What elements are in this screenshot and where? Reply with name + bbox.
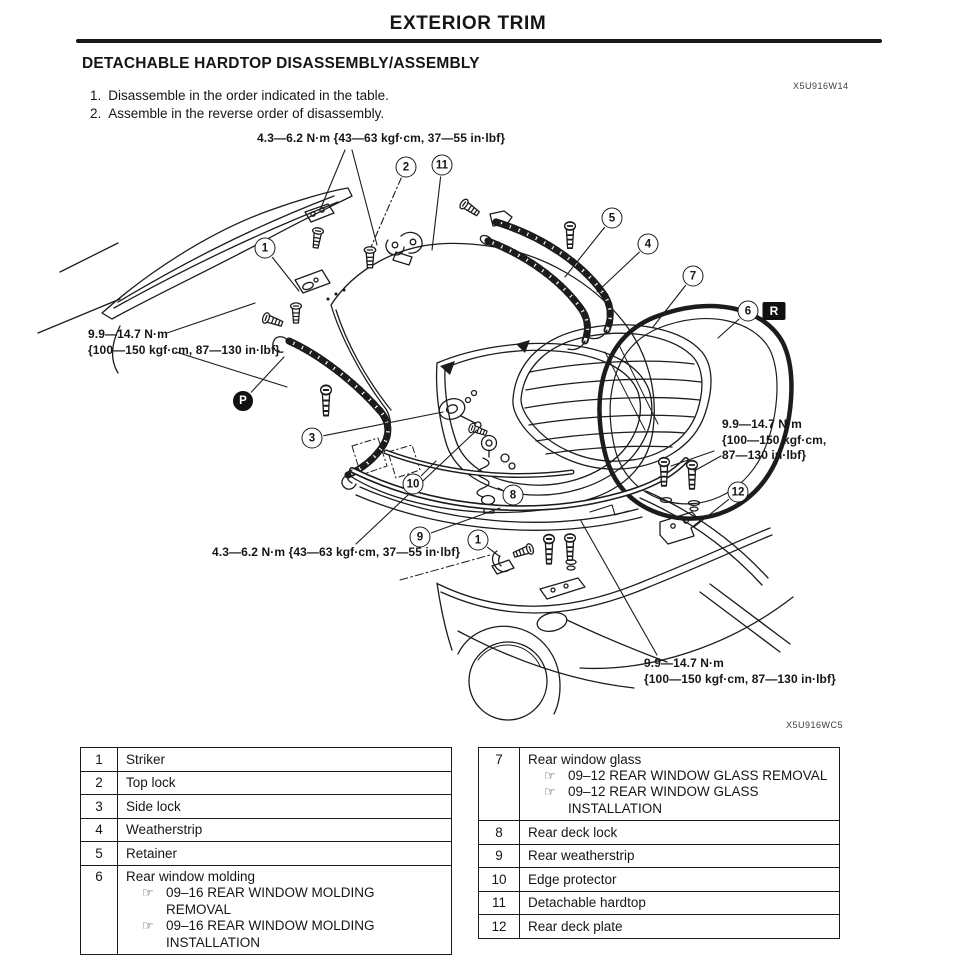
side-weatherstrip xyxy=(272,336,392,490)
instruction-step: 2. Assemble in the reverse order of disa… xyxy=(90,105,389,123)
part-name-cell: Retainer xyxy=(117,841,452,866)
rear-fender xyxy=(436,527,794,721)
xref-text: 09–16 REAR WINDOW MOLDING REMOVAL xyxy=(166,885,375,917)
xref-text: 09–12 REAR WINDOW GLASS INSTALLATION xyxy=(568,784,759,816)
part-name: Rear weatherstrip xyxy=(528,848,635,863)
table-row: 9 Rear weatherstrip xyxy=(478,843,840,868)
cross-reference: ☞ 09–16 REAR WINDOW MOLDING REMOVAL xyxy=(126,885,443,918)
part-name: Rear deck plate xyxy=(528,918,623,934)
xref-text: 09–16 REAR WINDOW MOLDING INSTALLATION xyxy=(166,918,375,950)
part-name: Top lock xyxy=(126,775,176,790)
part-name-cell: Detachable hardtop xyxy=(519,890,840,915)
part-name-cell: Rear window molding☞09–16 REAR WINDOW MO… xyxy=(117,864,452,955)
table-row: 10 Edge protector xyxy=(478,867,840,892)
figure-code-bottom: X5U916WC5 xyxy=(786,720,844,730)
xref-pointer-icon: ☞ xyxy=(544,784,556,799)
part-name-cell: Rear deck plate xyxy=(519,914,840,939)
step-number: 1. xyxy=(90,88,102,103)
part-name: Rear window glass xyxy=(528,751,642,767)
part-name: Side lock xyxy=(126,798,181,814)
rear-window-molding xyxy=(597,303,794,521)
upper-weatherstrips xyxy=(479,210,614,351)
side-lock-part xyxy=(438,389,482,429)
instruction-step: 1. Disassemble in the order indicated in… xyxy=(90,87,389,105)
rear-window-glass xyxy=(512,324,712,470)
aero-board xyxy=(37,187,353,374)
part-name: Retainer xyxy=(126,845,178,861)
step-text: Assemble in the reverse order of disasse… xyxy=(108,105,385,121)
instructions: 1. Disassemble in the order indicated in… xyxy=(90,87,389,122)
table-row: 4 Weatherstrip xyxy=(80,817,452,842)
part-name-cell: Edge protector xyxy=(519,867,840,892)
step-text: Disassemble in the order indicated in th… xyxy=(108,88,389,103)
part-number: 3 xyxy=(80,794,118,819)
table-row: 2 Top lock xyxy=(80,770,452,795)
part-number: 9 xyxy=(478,843,520,868)
part-number: 6 xyxy=(80,864,118,955)
part-name: Weatherstrip xyxy=(126,822,203,837)
figure-code-top: X5U916W14 xyxy=(793,81,849,91)
section-title: DETACHABLE HARDTOP DISASSEMBLY/ASSEMBLY xyxy=(82,55,480,72)
part-name-cell: Rear weatherstrip xyxy=(519,843,840,868)
top-lock-part xyxy=(385,231,423,266)
cross-reference: ☞ 09–16 REAR WINDOW MOLDING INSTALLATION xyxy=(126,918,443,951)
part-number: 12 xyxy=(478,914,520,939)
xref-pointer-icon: ☞ xyxy=(142,918,154,933)
parts-table-left: 1 Striker 2 Top lock 3 Side lock 4 Weatherstrip… xyxy=(80,747,452,955)
rear-deck-parts xyxy=(399,496,701,600)
part-name-cell: Striker xyxy=(117,747,452,772)
title-rule xyxy=(76,39,882,43)
table-row: 5 Retainer xyxy=(80,841,452,866)
part-number: 11 xyxy=(478,890,520,915)
part-name-cell: Top lock xyxy=(117,770,452,795)
part-name-cell: Rear window glass☞09–12 REAR WINDOW GLAS… xyxy=(519,747,840,821)
part-name-cell: Weatherstrip xyxy=(117,817,452,842)
part-number: 7 xyxy=(478,747,520,821)
xref-pointer-icon: ☞ xyxy=(142,885,154,900)
xref-text: 09–12 REAR WINDOW GLASS REMOVAL xyxy=(568,767,828,783)
part-number: 1 xyxy=(80,747,118,772)
page-title: EXTERIOR TRIM xyxy=(389,13,547,34)
part-number: 8 xyxy=(478,820,520,845)
table-row: 11 Detachable hardtop xyxy=(478,890,840,915)
table-row: 12 Rear deck plate xyxy=(478,914,840,939)
part-name: Striker xyxy=(126,751,166,767)
step-number: 2. xyxy=(90,105,102,121)
part-number: 4 xyxy=(80,817,118,842)
edge-protector-band xyxy=(383,449,575,478)
callout-leader-lines xyxy=(250,176,740,557)
rear-weatherstrip-band xyxy=(346,457,769,586)
table-row: 3 Side lock xyxy=(80,794,452,819)
part-name: Edge protector xyxy=(528,871,617,887)
cross-reference: ☞ 09–12 REAR WINDOW GLASS INSTALLATION xyxy=(528,784,831,817)
part-name-cell: Side lock xyxy=(117,794,452,819)
part-name-cell: Rear deck lock xyxy=(519,820,840,845)
part-number: 2 xyxy=(80,770,118,795)
xref-pointer-icon: ☞ xyxy=(544,767,556,783)
table-row: 1 Striker xyxy=(80,747,452,772)
part-name: Rear window molding xyxy=(126,869,256,884)
cross-reference: ☞ 09–12 REAR WINDOW GLASS REMOVAL xyxy=(528,768,831,785)
part-number: 5 xyxy=(80,841,118,866)
part-name: Detachable hardtop xyxy=(528,895,646,910)
table-row: 8 Rear deck lock xyxy=(478,820,840,845)
part-number: 10 xyxy=(478,867,520,892)
part-name: Rear deck lock xyxy=(528,824,618,840)
